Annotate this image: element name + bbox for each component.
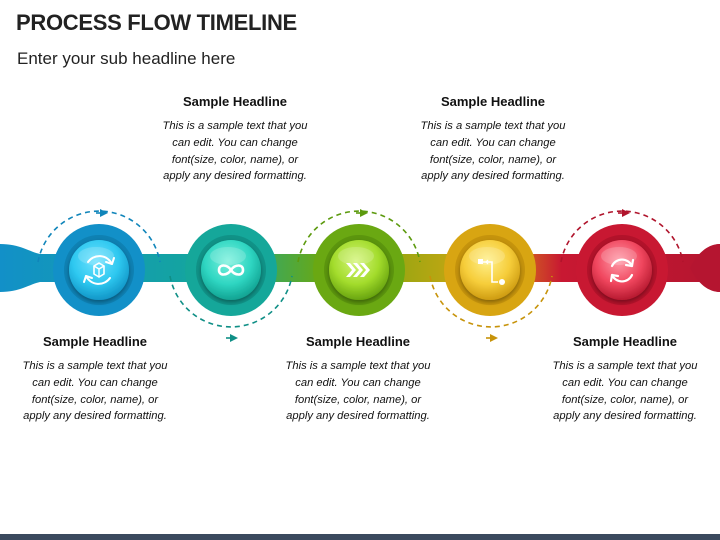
step-5-headline: Sample Headline (572, 334, 678, 349)
triple-chevron-icon (346, 263, 370, 277)
step-1-node (53, 224, 145, 316)
slide-title: PROCESS FLOW TIMELINE (16, 10, 297, 35)
step-3-node (313, 224, 405, 316)
refresh-box-icon (83, 255, 115, 285)
flow-path-icon (478, 259, 505, 285)
step-3-text: Sample Headline This is a sample text th… (283, 334, 433, 425)
step-5-node (576, 224, 668, 316)
step-4-node (444, 224, 536, 316)
arc-step-3 (297, 210, 421, 263)
step-4-body: This is a sample text that you can edit.… (420, 120, 566, 183)
step-3-body: This is a sample text that you can edit.… (285, 360, 431, 423)
arc-step-1 (37, 210, 161, 263)
step-5-body: This is a sample text that you can edit.… (552, 360, 698, 423)
flow-band-right-edge (690, 244, 720, 292)
step-2-body: This is a sample text that you can edit.… (162, 120, 308, 183)
step-2-text: Sample Headline This is a sample text th… (160, 94, 310, 185)
step-4-headline: Sample Headline (440, 94, 546, 109)
arc-step-5 (560, 210, 684, 263)
infinity-icon (217, 264, 245, 276)
arc-step-4 (429, 275, 553, 328)
slide-subtitle: Enter your sub headline here (17, 49, 236, 68)
cycle-arrows-icon (609, 258, 635, 283)
arc-step-2 (169, 275, 293, 328)
step-2-headline: Sample Headline (182, 94, 288, 109)
step-1-text: Sample Headline This is a sample text th… (20, 334, 170, 425)
step-1-body: This is a sample text that you can edit.… (22, 360, 168, 423)
process-flow-diagram (0, 209, 720, 342)
step-1-headline: Sample Headline (42, 334, 148, 349)
step-3-headline: Sample Headline (305, 334, 411, 349)
step-2-node (185, 224, 277, 316)
bottom-bar (0, 534, 720, 540)
step-4-text: Sample Headline This is a sample text th… (418, 94, 568, 185)
step-5-text: Sample Headline This is a sample text th… (550, 334, 700, 425)
